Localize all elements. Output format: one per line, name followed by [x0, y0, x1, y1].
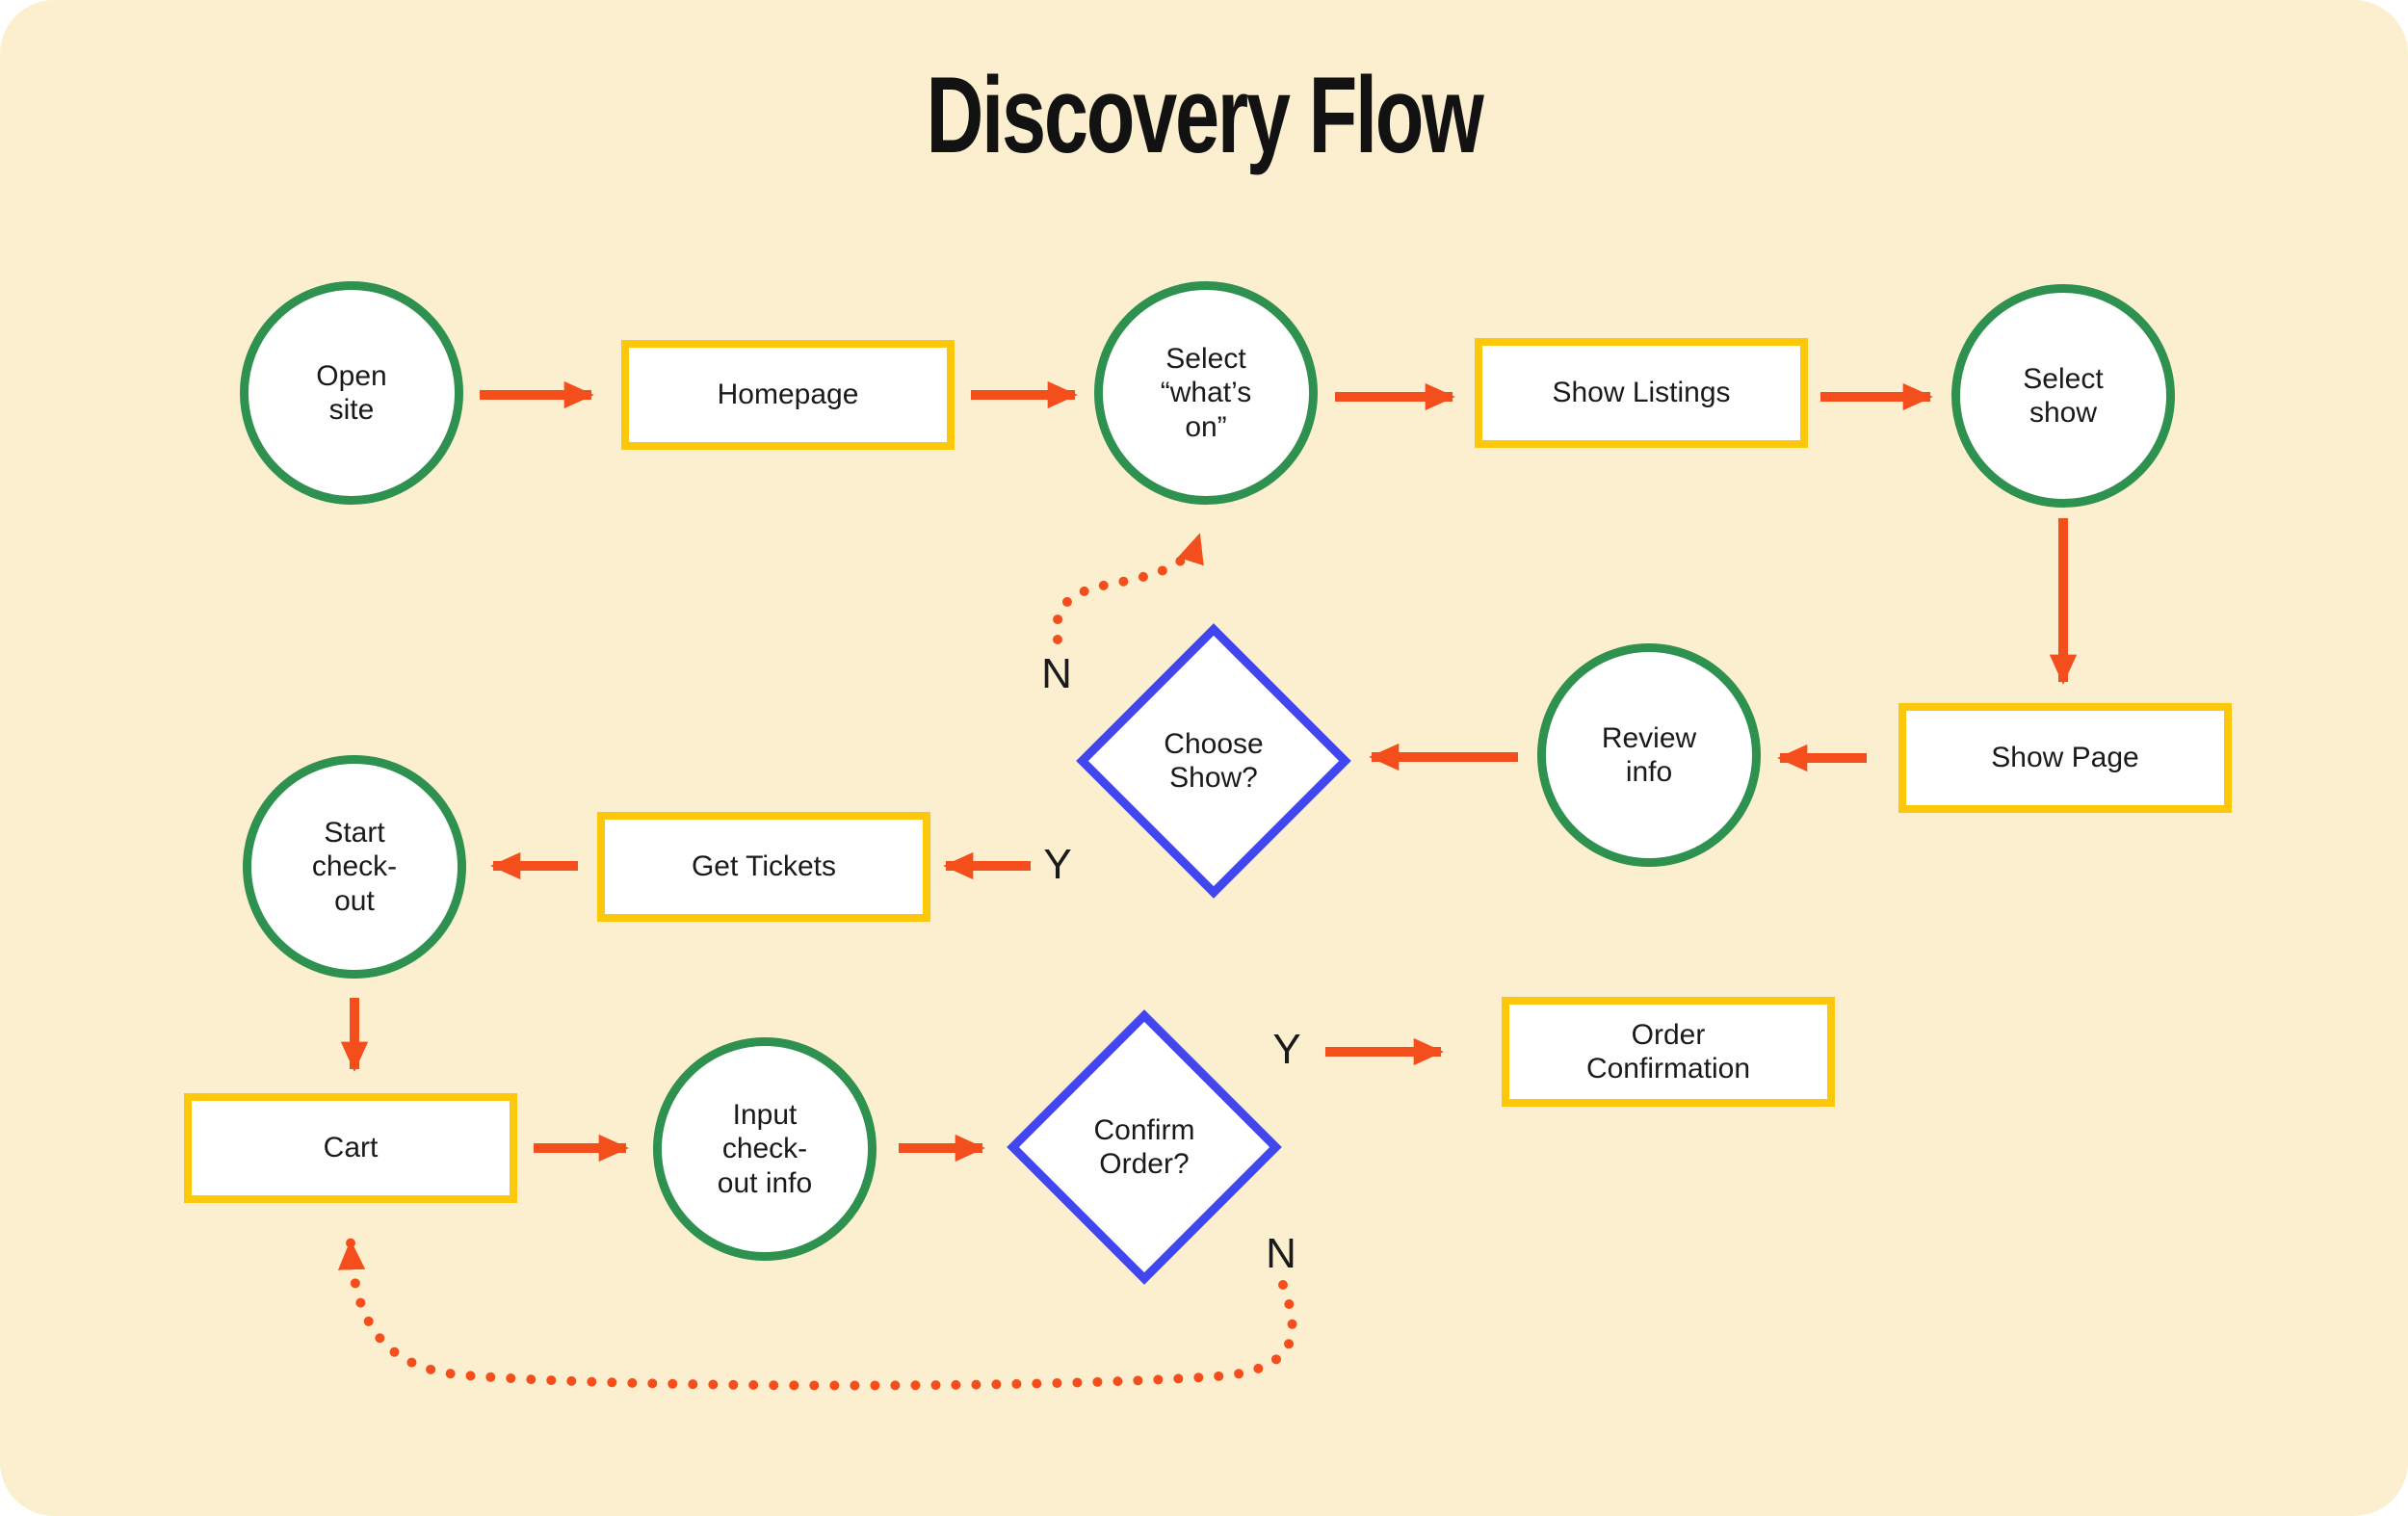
node-confirm-order-label: Confirm Order? — [1093, 1113, 1195, 1180]
node-open-site: Open site — [240, 281, 463, 505]
branch-label-confirm-order-yes: Y — [1272, 1026, 1301, 1073]
node-cart-label: Cart — [323, 1132, 379, 1164]
node-select-whats-on-label: Select “what’s on” — [1160, 342, 1252, 443]
node-homepage: Homepage — [621, 340, 955, 450]
node-start-checkout-label: Start check- out — [311, 816, 398, 917]
dotted-arrow-choose-show-no-to-select-whats-on — [1052, 531, 1204, 644]
node-select-show-label: Select show — [2023, 362, 2104, 429]
node-review-info: Review info — [1537, 643, 1761, 867]
node-start-checkout: Start check- out — [243, 755, 466, 979]
node-show-page: Show Page — [1898, 703, 2232, 813]
node-input-checkout-label: Input check- out info — [717, 1098, 813, 1199]
node-select-show: Select show — [1951, 284, 2175, 508]
node-order-confirmation: Order Confirmation — [1502, 997, 1835, 1107]
node-show-page-label: Show Page — [1991, 742, 2139, 774]
node-order-confirmation-label: Order Confirmation — [1585, 1018, 1751, 1085]
node-show-listings: Show Listings — [1475, 338, 1808, 448]
node-choose-show-label: Choose Show? — [1164, 727, 1264, 794]
node-confirm-order: Confirm Order? — [1007, 1009, 1282, 1285]
node-open-site-label: Open site — [316, 359, 387, 426]
node-cart: Cart — [184, 1093, 517, 1203]
node-get-tickets-label: Get Tickets — [691, 850, 837, 883]
node-show-listings-label: Show Listings — [1552, 377, 1731, 409]
node-homepage-label: Homepage — [717, 379, 859, 411]
node-input-checkout: Input check- out info — [653, 1037, 877, 1261]
node-review-info-label: Review info — [1601, 721, 1697, 788]
node-select-whats-on: Select “what’s on” — [1094, 281, 1318, 505]
node-choose-show: Choose Show? — [1076, 623, 1351, 899]
node-get-tickets: Get Tickets — [597, 812, 930, 922]
page-title: Discovery Flow — [926, 55, 1484, 175]
branch-label-choose-show-yes: Y — [1043, 841, 1072, 888]
branch-label-choose-show-no: N — [1041, 650, 1072, 697]
branch-label-confirm-order-no: N — [1266, 1230, 1296, 1277]
